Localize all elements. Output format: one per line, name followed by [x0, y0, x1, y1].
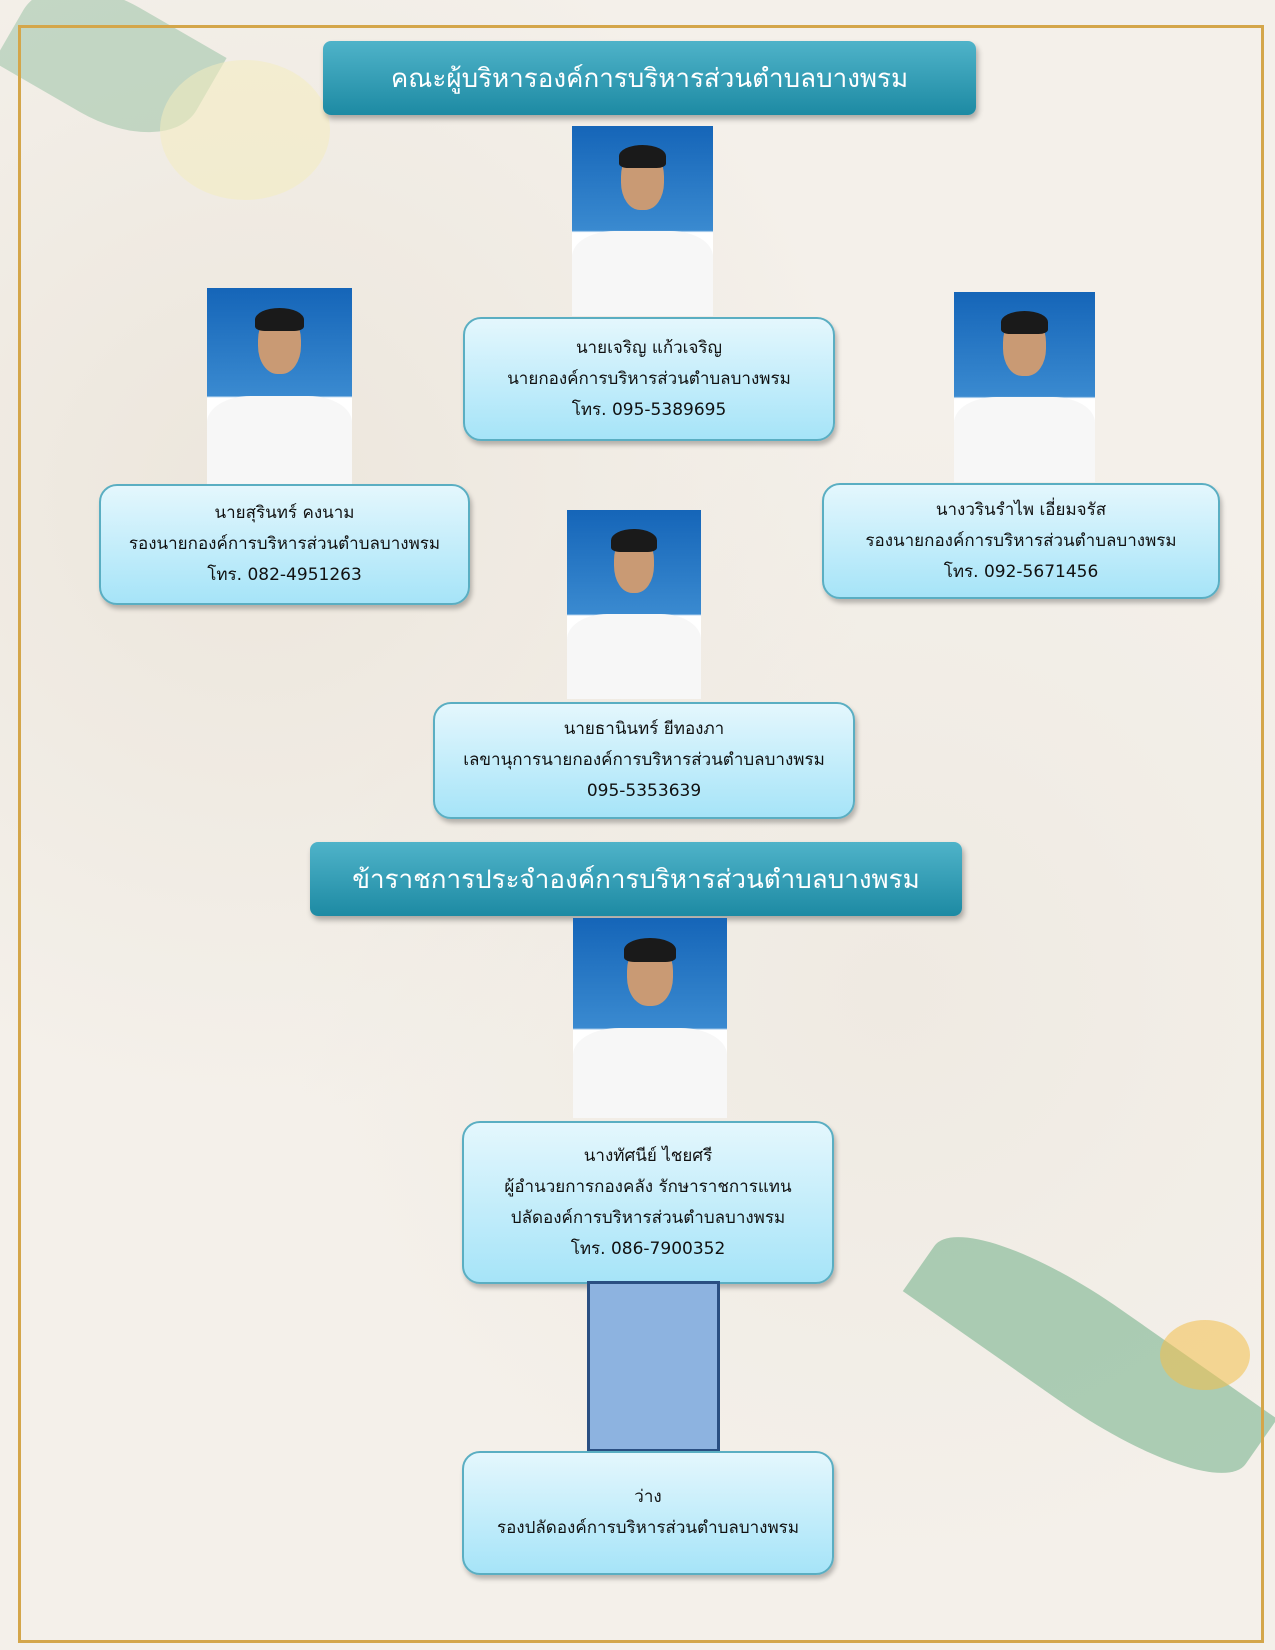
card-deputy-1: นายสุรินทร์ คงนาม รองนายกองค์การบริหารส่… — [99, 484, 470, 605]
person-position: เลขานุการนายกองค์การบริหารส่วนตำบลบางพรม — [463, 750, 825, 770]
card-chief-executive: นายเจริญ แก้วเจริญ นายกองค์การบริหารส่วน… — [463, 317, 835, 441]
person-position: รองนายกองค์การบริหารส่วนตำบลบางพรม — [865, 530, 1177, 551]
photo-chief-executive — [572, 126, 713, 316]
person-phone: 095-5353639 — [586, 781, 702, 801]
card-finance-director: นางทัศนีย์ ไชยศรี ผู้อำนวยการกองคลัง รัก… — [462, 1121, 834, 1284]
vacant-photo-placeholder — [587, 1281, 720, 1452]
person-position: ผู้อำนวยการกองคลัง รักษาราชการแทน — [504, 1176, 792, 1197]
person-phone: โทร. 095-5389695 — [571, 399, 727, 420]
person-position: รองนายกองค์การบริหารส่วนตำบลบางพรม — [128, 534, 441, 554]
card-deputy-2: นางวรินรำไพ เอี่ยมจรัส รองนายกองค์การบริ… — [822, 483, 1220, 599]
person-name: ว่าง — [634, 1487, 662, 1507]
photo-secretary — [567, 510, 701, 699]
person-position: รองปลัดองค์การบริหารส่วนตำบลบางพรม — [496, 1518, 800, 1538]
floral-decoration-bottom-right-flower — [1160, 1320, 1250, 1390]
person-name: นางทัศนีย์ ไชยศรี — [583, 1145, 713, 1166]
executives-title: คณะผู้บริหารองค์การบริหารส่วนตำบลบางพรม — [323, 41, 976, 115]
person-position: นายกองค์การบริหารส่วนตำบลบางพรม — [507, 368, 791, 389]
person-name: นายสุรินทร์ คงนาม — [214, 503, 355, 523]
photo-deputy-2 — [954, 292, 1095, 482]
person-name: นายเจริญ แก้วเจริญ — [575, 337, 723, 358]
officials-title: ข้าราชการประจำองค์การบริหารส่วนตำบลบางพร… — [310, 842, 962, 916]
gold-frame — [18, 25, 1264, 1643]
photo-finance-director — [573, 918, 727, 1118]
person-phone: โทร. 082-4951263 — [207, 565, 362, 585]
person-position-2: ปลัดองค์การบริหารส่วนตำบลบางพรม — [510, 1207, 786, 1228]
person-name: นายธานินทร์ ยีทองภา — [563, 719, 725, 739]
person-phone: โทร. 092-5671456 — [943, 561, 1099, 582]
card-deputy-permanent-secretary: ว่าง รองปลัดองค์การบริหารส่วนตำบลบางพรม — [462, 1451, 834, 1575]
card-secretary: นายธานินทร์ ยีทองภา เลขานุการนายกองค์การ… — [433, 702, 855, 819]
person-phone: โทร. 086-7900352 — [570, 1238, 726, 1259]
photo-deputy-1 — [207, 288, 352, 484]
person-name: นางวรินรำไพ เอี่ยมจรัส — [935, 499, 1107, 520]
floral-decoration-top-left-flower — [160, 60, 330, 200]
